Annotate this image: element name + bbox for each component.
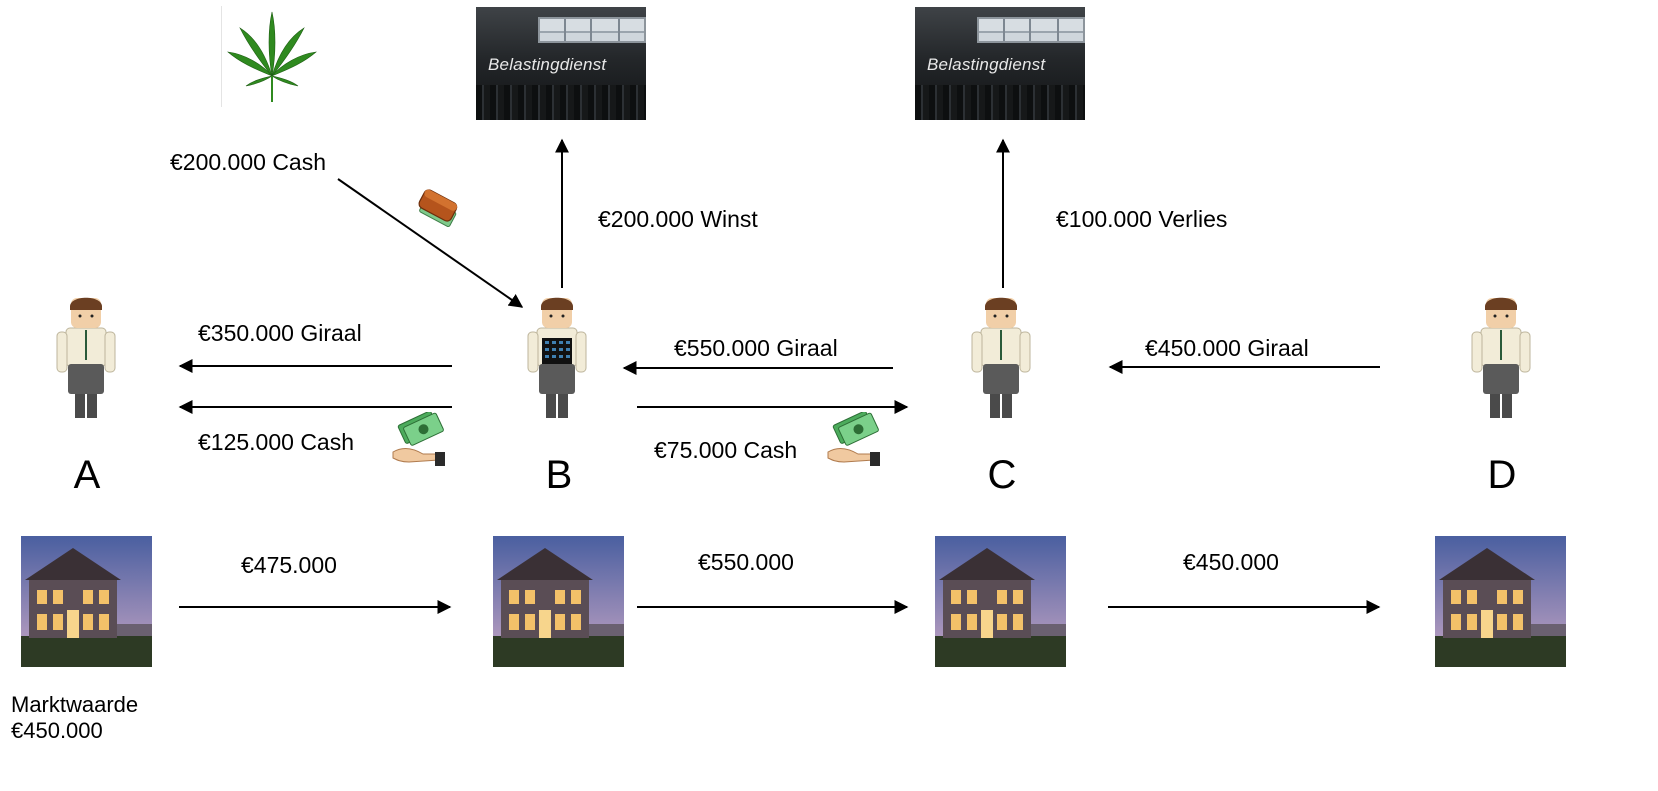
- tax-office-name: Belastingdienst: [488, 55, 607, 74]
- market-value: Marktwaarde €450.000: [11, 692, 138, 745]
- person-b-figure-icon: [522, 292, 592, 422]
- label-c-to-b-giraal: €550.000 Giraal: [674, 335, 838, 361]
- label-c-verlies: €100.000 Verlies: [1056, 206, 1228, 232]
- label-house-c-d: €450.000: [1183, 549, 1279, 575]
- arrow-cash-to-b: [337, 178, 524, 308]
- label-d-to-c-giraal: €450.000 Giraal: [1145, 335, 1309, 361]
- label-b-to-a-giraal: €350.000 Giraal: [198, 320, 362, 346]
- label-b-to-c-cash: €75.000 Cash: [654, 437, 798, 463]
- party-label-c: C: [987, 453, 1017, 497]
- party-label-a: A: [73, 453, 101, 497]
- person-d-figure-icon: [1466, 292, 1536, 422]
- cannabis-leaf-icon: [221, 6, 323, 107]
- tax-office-building-icon: Belastingdienst: [476, 7, 646, 120]
- house-photo-icon: [1435, 536, 1566, 667]
- person-a-figure-icon: [51, 292, 121, 422]
- label-cash-to-b: €200.000 Cash: [170, 149, 327, 175]
- label-house-b-c: €550.000: [698, 549, 794, 575]
- wallet-icon: [412, 187, 468, 233]
- person-c-figure-icon: [966, 292, 1036, 422]
- cash-hand-icon: [389, 410, 447, 468]
- party-label-b: B: [545, 453, 573, 497]
- house-photo-icon: [493, 536, 624, 667]
- market-value-label: Marktwaarde: [11, 692, 139, 717]
- market-value-amount: €450.000: [11, 718, 103, 744]
- label-b-to-a-cash: €125.000 Cash: [198, 429, 355, 455]
- label-b-winst: €200.000 Winst: [598, 206, 758, 232]
- house-photo-icon: [935, 536, 1066, 667]
- cash-hand-icon: [824, 410, 882, 468]
- label-house-a-b: €475.000: [241, 552, 337, 578]
- party-label-d: D: [1487, 453, 1517, 497]
- tax-office-building-icon: Belastingdienst: [915, 7, 1085, 120]
- tax-office-name: Belastingdienst: [927, 55, 1046, 74]
- house-photo-icon: [21, 536, 152, 667]
